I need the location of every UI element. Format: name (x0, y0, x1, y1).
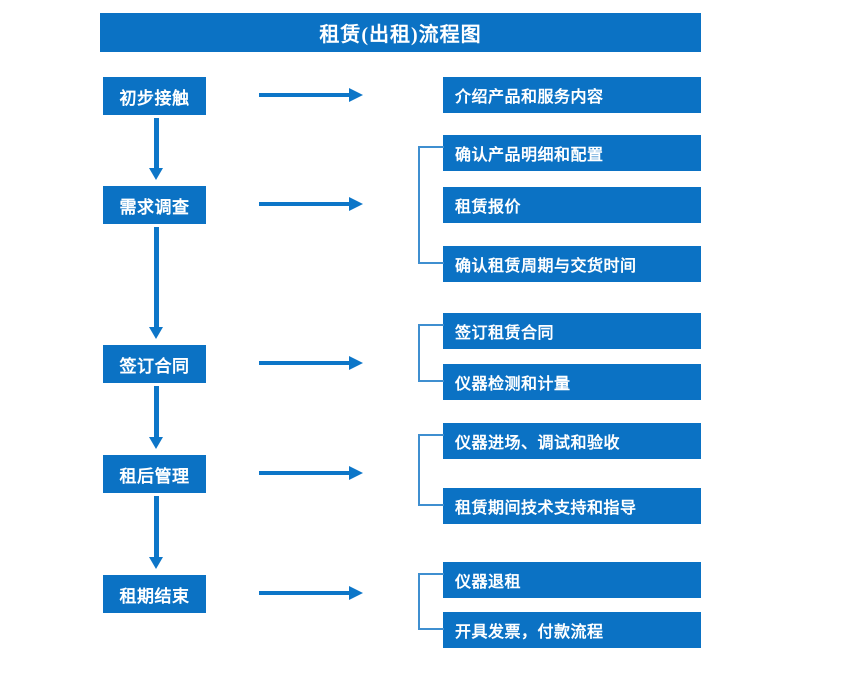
detail-box-9[interactable]: 仪器退租 (443, 562, 701, 598)
arrow-stage-3-to-stage-4 (149, 386, 163, 449)
arrow-stage-1-to-details (259, 88, 363, 102)
bracket-group-2 (418, 146, 444, 264)
arrow-head-icon (349, 466, 363, 480)
detail-box-3[interactable]: 租赁报价 (443, 187, 701, 223)
detail-box-7[interactable]: 仪器进场、调试和验收 (443, 423, 701, 459)
detail-box-4[interactable]: 确认租赁周期与交货时间 (443, 246, 701, 282)
arrow-head-icon (349, 88, 363, 102)
arrow-shaft (259, 202, 351, 206)
arrow-shaft (154, 227, 159, 328)
arrow-shaft (259, 361, 351, 365)
arrow-head-icon (149, 557, 163, 569)
arrow-stage-2-to-stage-3 (149, 227, 163, 339)
bracket-group-3 (418, 324, 444, 382)
detail-box-8[interactable]: 租赁期间技术支持和指导 (443, 488, 701, 524)
arrow-stage-4-to-details (259, 466, 363, 480)
detail-box-1[interactable]: 介绍产品和服务内容 (443, 77, 701, 113)
page-title: 租赁(出租)流程图 (100, 13, 701, 52)
arrow-shaft (259, 93, 351, 97)
stage-box-5[interactable]: 租期结束 (103, 575, 206, 613)
arrow-stage-2-to-details (259, 197, 363, 211)
detail-box-5[interactable]: 签订租赁合同 (443, 313, 701, 349)
arrow-stage-5-to-details (259, 586, 363, 600)
stage-box-3[interactable]: 签订合同 (103, 345, 206, 383)
arrow-shaft (154, 118, 159, 169)
arrow-head-icon (349, 586, 363, 600)
stage-box-1[interactable]: 初步接触 (103, 77, 206, 115)
bracket-group-5 (418, 573, 444, 630)
stage-box-2[interactable]: 需求调查 (103, 186, 206, 224)
arrow-shaft (154, 496, 159, 558)
arrow-stage-3-to-details (259, 356, 363, 370)
arrow-stage-4-to-stage-5 (149, 496, 163, 569)
stage-box-4[interactable]: 租后管理 (103, 455, 206, 493)
detail-box-2[interactable]: 确认产品明细和配置 (443, 135, 701, 171)
arrow-stage-1-to-stage-2 (149, 118, 163, 180)
arrow-head-icon (349, 356, 363, 370)
bracket-group-4 (418, 434, 444, 506)
arrow-head-icon (149, 327, 163, 339)
arrow-shaft (259, 471, 351, 475)
detail-box-10[interactable]: 开具发票，付款流程 (443, 612, 701, 648)
arrow-shaft (259, 591, 351, 595)
arrow-head-icon (349, 197, 363, 211)
arrow-head-icon (149, 168, 163, 180)
detail-box-6[interactable]: 仪器检测和计量 (443, 364, 701, 400)
arrow-shaft (154, 386, 159, 438)
arrow-head-icon (149, 437, 163, 449)
